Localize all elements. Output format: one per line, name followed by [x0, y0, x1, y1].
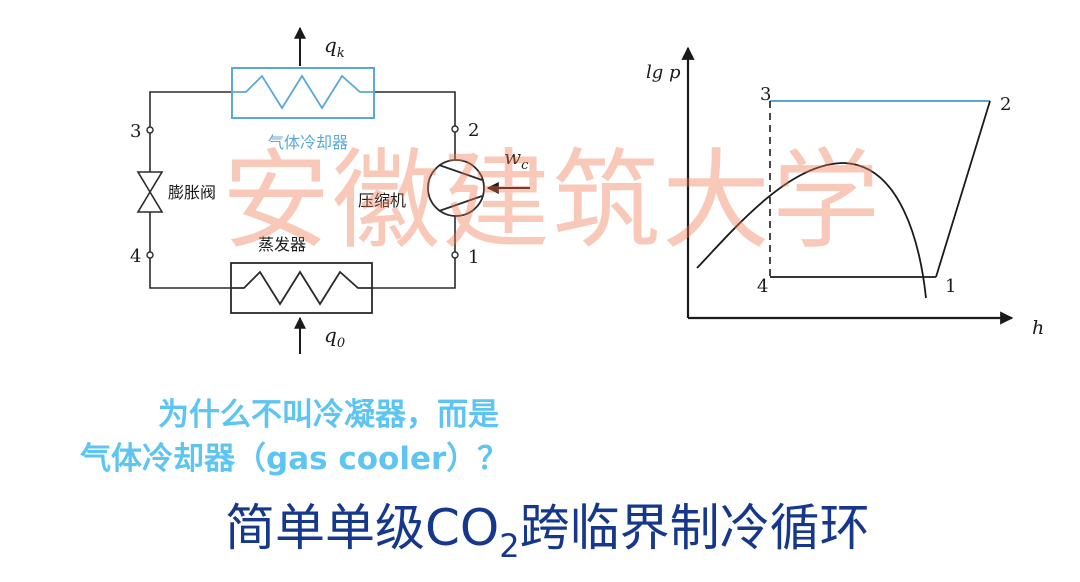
point-1-label: 1 — [945, 276, 956, 297]
saturation-dome — [696, 162, 927, 299]
compressor-blade-bottom — [438, 195, 483, 212]
gas-cooler — [231, 67, 375, 119]
gas-cooler-coil — [232, 74, 374, 110]
pipe-bottom-left — [149, 258, 231, 289]
question-text: 为什么不叫冷凝器，而是 气体冷却器（gas cooler）？ — [80, 393, 508, 481]
title-part-1: 简单单级CO — [225, 499, 500, 557]
point-3-label: 3 — [760, 84, 771, 105]
pipe-bottom-right — [372, 258, 456, 289]
expansion-valve — [136, 171, 164, 213]
evaporator-coil — [231, 270, 372, 306]
node-4-label: 4 — [130, 246, 141, 267]
compressor-circle — [427, 159, 485, 217]
title-part-2: 跨临界制冷循环 — [519, 499, 870, 557]
evaporator — [230, 262, 373, 314]
work-label: wc — [504, 145, 529, 173]
y-axis-label: lg p — [646, 62, 681, 83]
node-1-dot — [451, 251, 459, 259]
node-1-label: 1 — [468, 247, 479, 268]
compressor — [427, 159, 485, 217]
node-2-label: 2 — [468, 120, 479, 141]
question-line-1: 为什么不叫冷凝器，而是 — [158, 397, 499, 433]
node-3-label: 3 — [130, 121, 141, 142]
energy-arrows — [294, 26, 530, 354]
refrigeration-circuit — [149, 91, 456, 289]
page-title: 简单单级CO2跨临界制冷循环 — [225, 496, 870, 566]
gas-cooler-label: 气体冷却器 — [268, 133, 348, 152]
title-subscript: 2 — [499, 527, 520, 565]
compressor-label: 压缩机 — [358, 191, 406, 210]
evaporator-label: 蒸发器 — [258, 235, 306, 254]
node-3-dot — [146, 126, 154, 134]
expansion-valve-label: 膨胀阀 — [168, 183, 216, 202]
gas-cooler-box — [231, 67, 375, 119]
ph-chart: lg p h 3 2 4 1 — [646, 46, 1044, 339]
pipe-top-right — [374, 91, 456, 127]
circuit-nodes — [146, 125, 459, 259]
x-axis-label: h — [1032, 317, 1044, 339]
pipe-top-left — [149, 91, 232, 128]
node-4-dot — [146, 251, 154, 259]
valve-body — [136, 171, 164, 213]
evaporator-box — [230, 262, 373, 314]
question-line-2: 气体冷却器（gas cooler）？ — [80, 441, 509, 477]
point-2-label: 2 — [1000, 94, 1011, 115]
heat-out-label: qk — [324, 33, 345, 61]
node-2-dot — [451, 125, 459, 133]
heat-in-label: q0 — [324, 323, 345, 351]
point-4-label: 4 — [757, 276, 768, 297]
compressor-blade-top — [438, 164, 483, 181]
compression-1-2 — [935, 100, 991, 278]
